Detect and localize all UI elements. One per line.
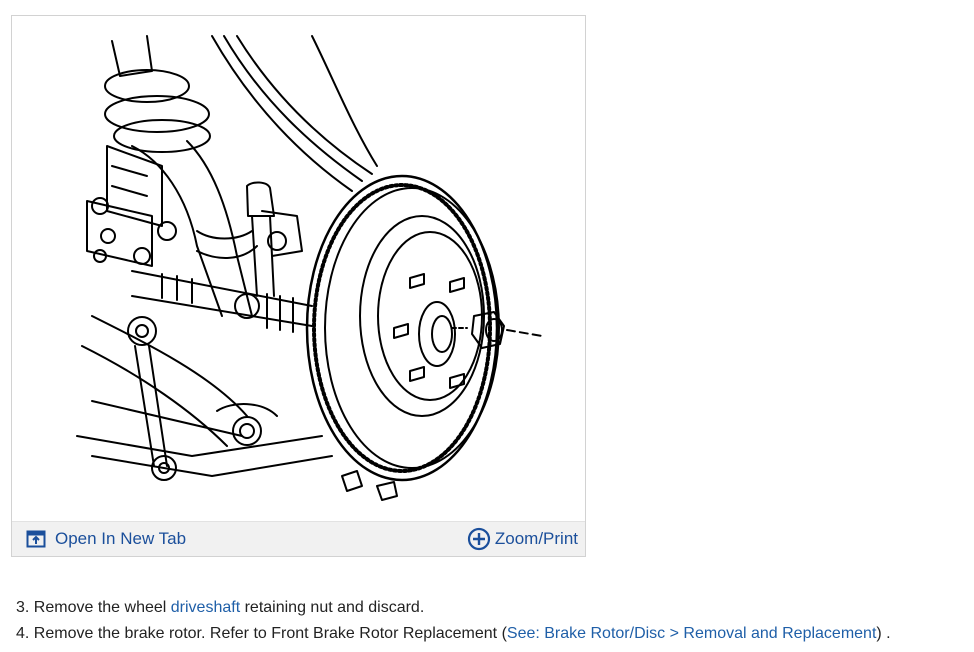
brake-rotor-replacement-link[interactable]: See: Brake Rotor/Disc > Removal and Repl… xyxy=(506,625,877,642)
step-4: 4. Remove the brake rotor. Refer to Fron… xyxy=(16,622,891,648)
open-in-new-tab-button[interactable]: Open In New Tab xyxy=(26,522,186,556)
step-text-end: retaining nut and discard. xyxy=(244,599,425,616)
instruction-steps: 3. Remove the wheel driveshaft retaining… xyxy=(16,596,891,648)
driveshaft-link[interactable]: driveshaft xyxy=(170,599,241,616)
brake-rotor-illustration xyxy=(76,35,543,501)
plus-circle-icon xyxy=(467,527,491,551)
zoom-print-label: Zoom/Print xyxy=(494,529,578,548)
figure-toolbar: Open In New Tab Zoom/Print xyxy=(12,521,585,556)
step-text-end: ) . xyxy=(876,625,891,642)
open-in-new-tab-label: Open In New Tab xyxy=(55,529,187,548)
figure-panel: Open In New Tab Zoom/Print xyxy=(11,15,586,557)
step-number: 3. xyxy=(16,599,30,616)
zoom-print-button[interactable]: Zoom/Print xyxy=(467,522,578,556)
open-in-new-tab-icon xyxy=(26,530,46,548)
step-text: Remove the brake rotor. Refer to Front B… xyxy=(33,625,507,642)
step-text: Remove the wheel xyxy=(33,599,167,616)
step-3: 3. Remove the wheel driveshaft retaining… xyxy=(16,596,891,622)
step-number: 4. xyxy=(16,625,30,642)
